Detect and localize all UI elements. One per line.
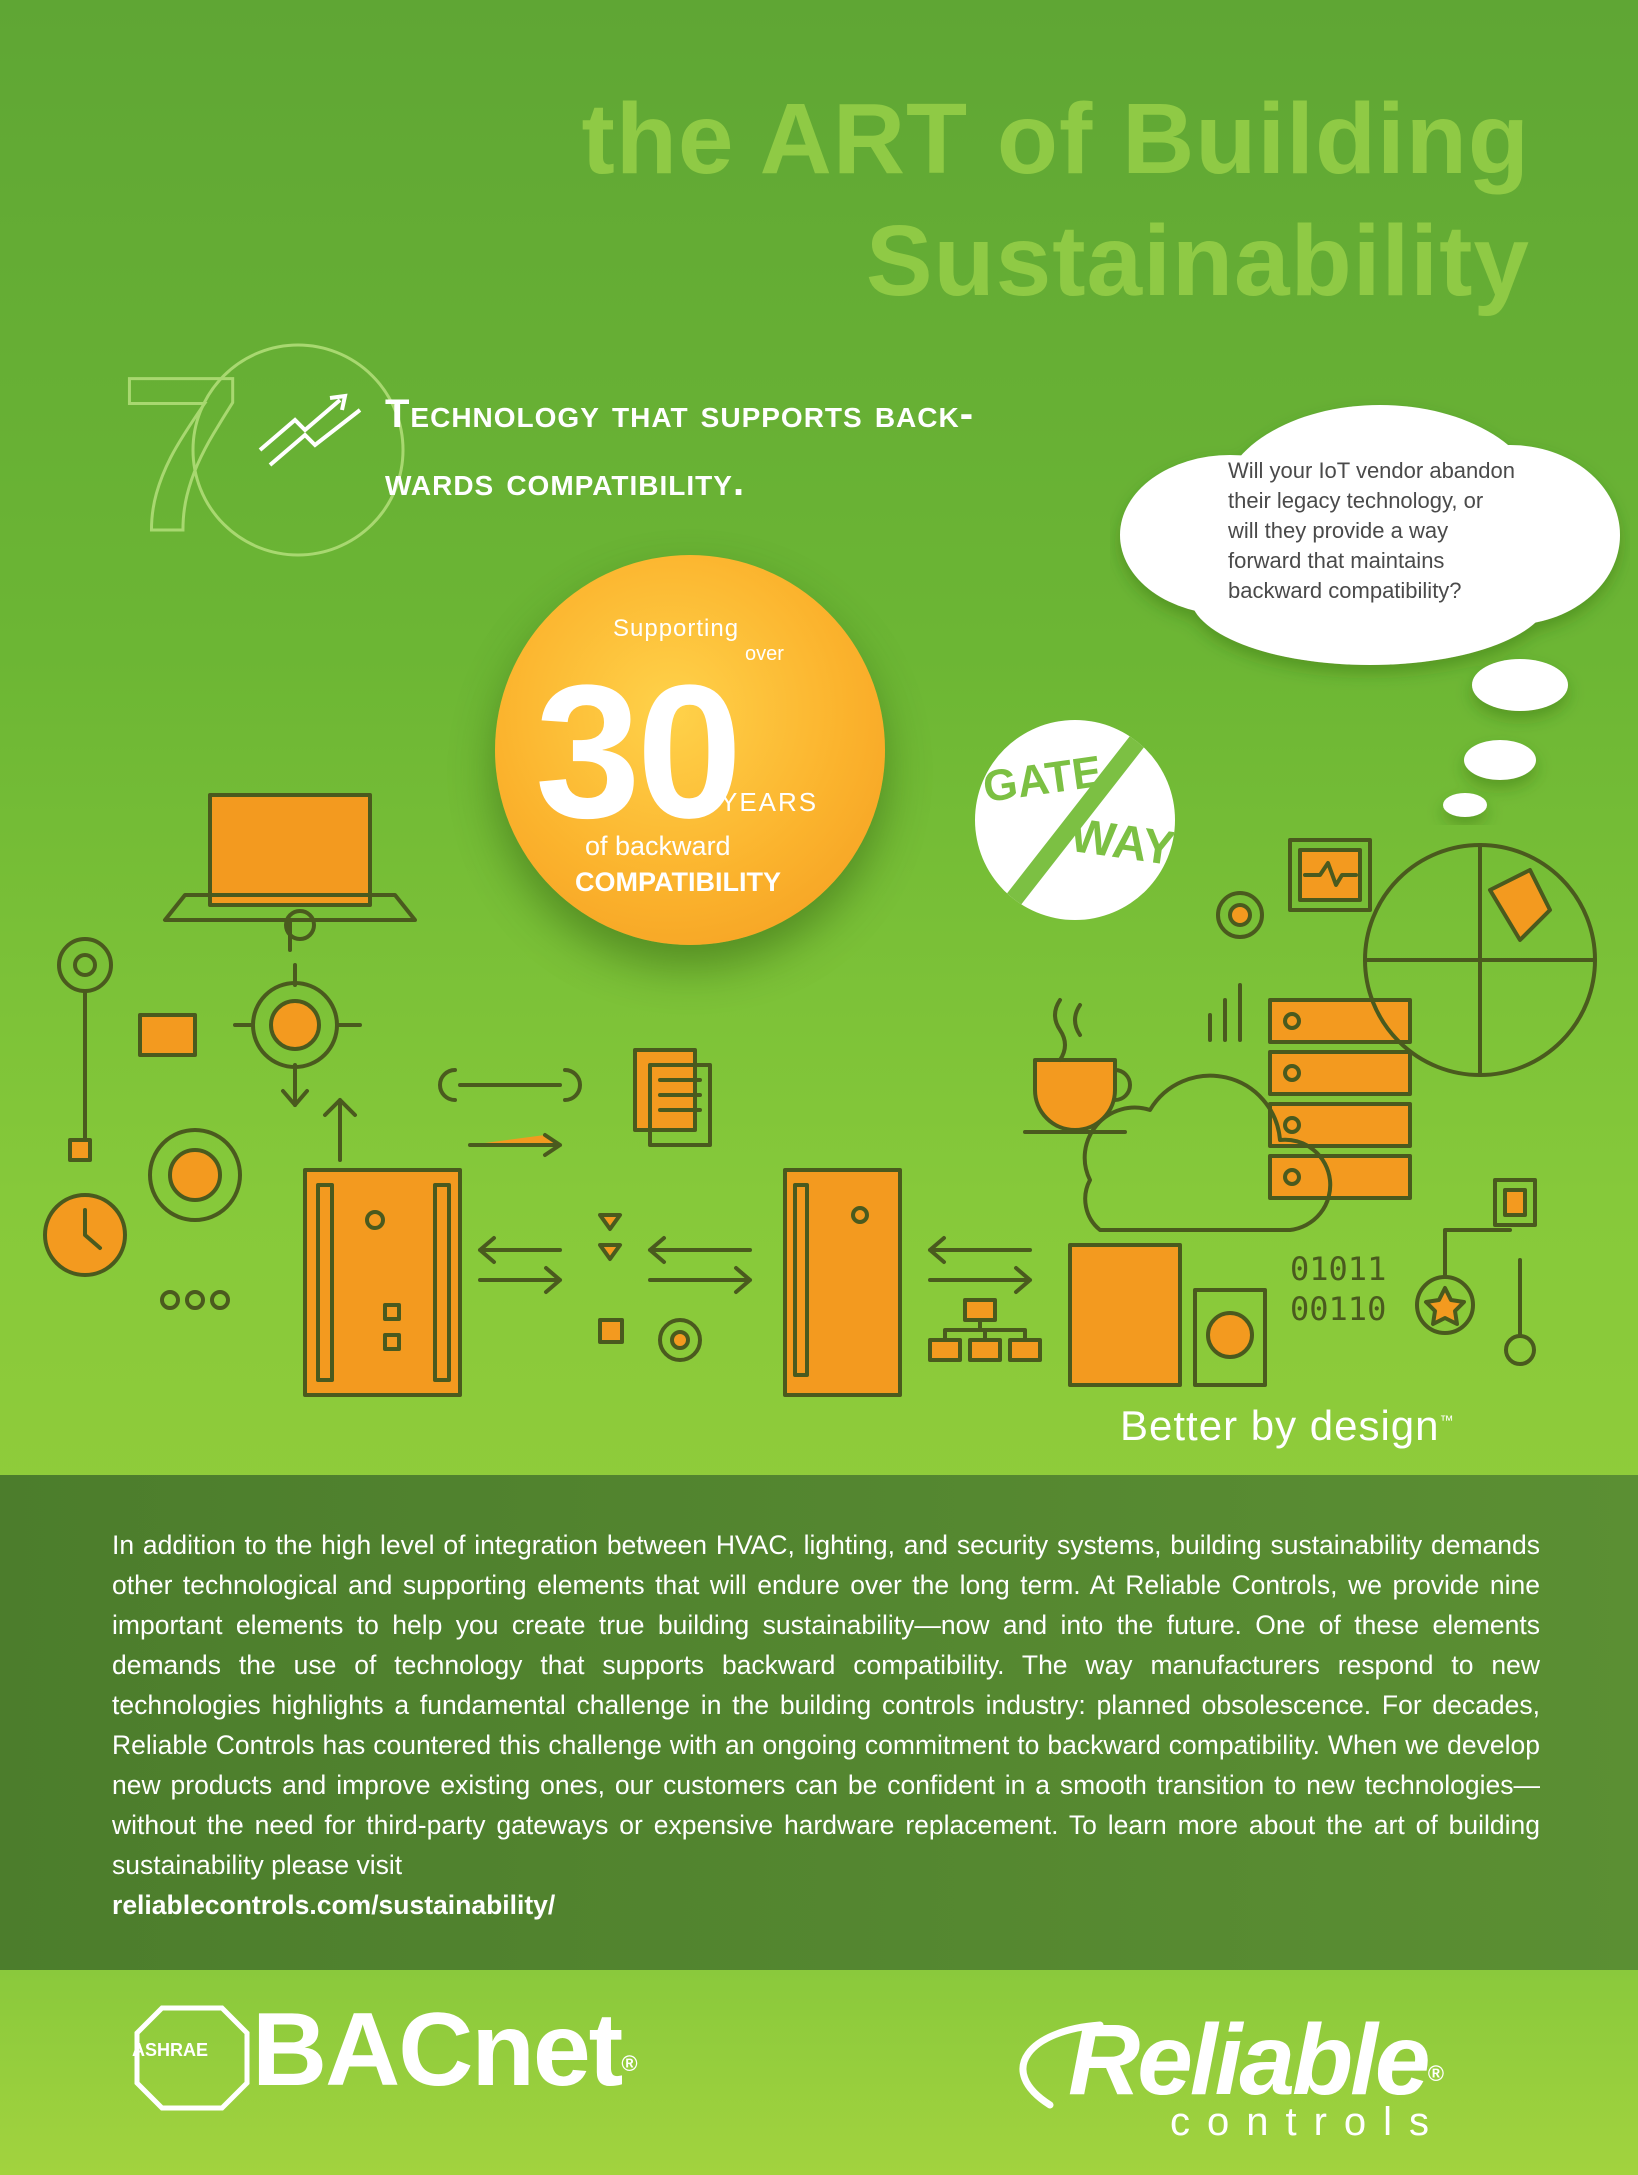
binary-row: 00110	[1290, 1290, 1386, 1328]
reliable-wordmark: Reliable®	[1068, 2004, 1444, 2116]
badge-supporting: Supporting	[613, 615, 740, 642]
hero-section: the ART of Building Sustainability 7 Tec…	[43, 78, 1620, 1450]
cloud-line: Will your IoT vendor abandon	[1228, 458, 1515, 483]
headline-line-2: Sustainability	[865, 205, 1530, 317]
no-gateway-icon: GATE WAY	[975, 720, 1175, 920]
badge-number: 30	[535, 646, 742, 858]
sub-heading-line-2: wards compatibility.	[385, 460, 746, 504]
tagline: Better by design™	[1120, 1402, 1455, 1450]
sub-heading-line-1: Technology that supports back-	[385, 392, 975, 436]
bacnet-logo-icon	[134, 2005, 250, 2111]
cloud-line: will they provide a way	[1228, 518, 1449, 543]
body-copy: In addition to the high level of integra…	[112, 1525, 1540, 1925]
cloud-text: Will your IoT vendor abandon their legac…	[1228, 456, 1558, 606]
badge-over: over	[745, 643, 784, 665]
controls-wordmark: controls	[1170, 2100, 1447, 2144]
technology-illustration: 01011 00110	[43, 793, 1597, 1397]
bacnet-wordmark: BACnet®	[252, 1992, 638, 2108]
registered-mark: ®	[621, 2051, 637, 2076]
tagline-text: Better by design	[1120, 1402, 1440, 1449]
registered-mark: ®	[1427, 2061, 1444, 2086]
cloud-line: backward compatibility?	[1228, 578, 1462, 603]
body-paragraph: In addition to the high level of integra…	[112, 1530, 1540, 1880]
sustainability-link[interactable]: reliablecontrols.com/sustainability/	[112, 1890, 556, 1920]
binary-row: 01011	[1290, 1250, 1386, 1288]
trademark-mark: ™	[1439, 1412, 1455, 1428]
headline-line-1: the ART of Building	[581, 83, 1530, 195]
bacnet-text: BACnet	[252, 1992, 623, 2108]
reliable-text: Reliable	[1068, 2004, 1430, 2116]
footer	[0, 1970, 1638, 2175]
badge-compatibility: COMPATIBILITY	[575, 867, 781, 897]
headline: the ART of Building Sustainability	[582, 78, 1530, 322]
thought-cloud	[1120, 405, 1620, 817]
reliable-swoosh-icon	[1019, 2021, 1104, 2109]
cloud-line: forward that maintains	[1228, 548, 1445, 573]
badge-of-backward: of backward	[585, 831, 731, 861]
thirty-years-badge: Supporting over 30 YEARS of backward COM…	[495, 555, 885, 945]
body-band	[0, 1475, 1638, 1970]
cloud-line: their legacy technology, or	[1228, 488, 1484, 513]
seventy-outline-icon: 7	[120, 330, 405, 570]
sub-heading: Technology that supports back- wards com…	[385, 380, 1145, 516]
badge-years: YEARS	[720, 787, 819, 817]
ashrae-label: ASHRAE	[132, 2040, 209, 2060]
seventy-digit: 7	[120, 331, 242, 570]
